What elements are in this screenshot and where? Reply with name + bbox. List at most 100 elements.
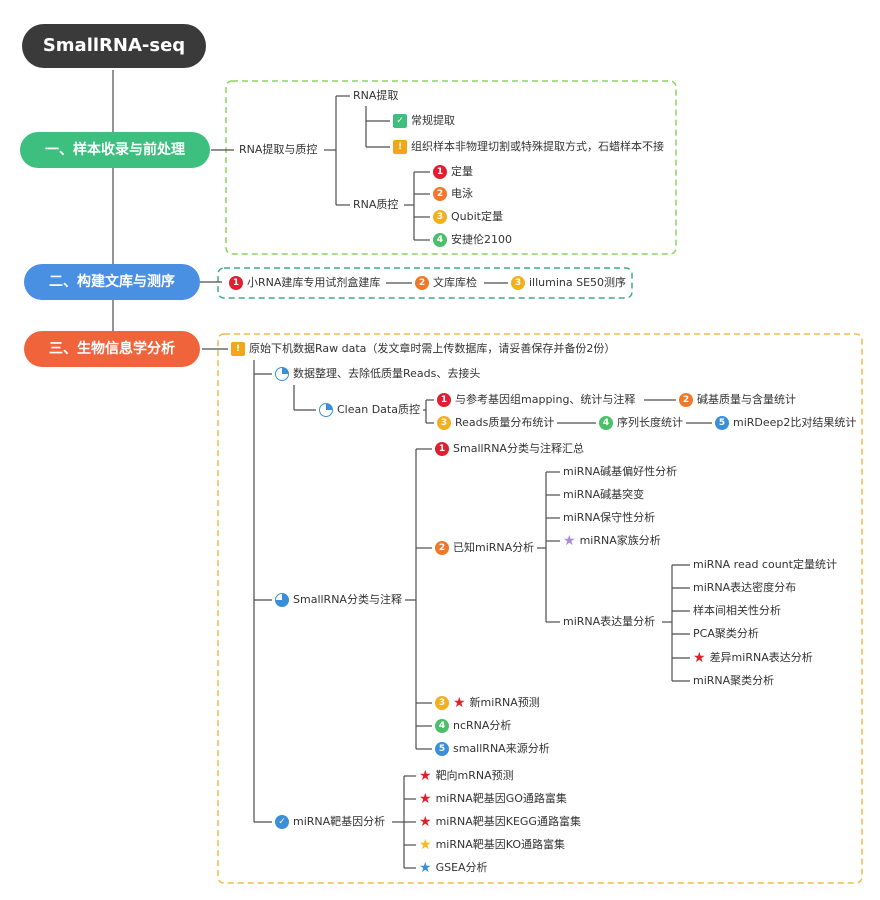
clean-data-qc-label: Clean Data质控 xyxy=(337,403,420,416)
lib-step-1: 1 小RNA建库专用试剂盒建库 xyxy=(226,273,384,293)
expr-item-6: miRNA聚类分析 xyxy=(690,671,778,691)
smallrna-classify: SmallRNA分类与注释 xyxy=(272,590,405,610)
qc-item-1: 1 定量 xyxy=(430,162,476,182)
lib-step-3-label: illumina SE50测序 xyxy=(529,276,627,289)
known-item-4-label: miRNA家族分析 xyxy=(579,534,661,547)
target-item-4: ★miRNA靶基因KO通路富集 xyxy=(416,835,568,855)
smallrna-source: 5 smallRNA来源分析 xyxy=(432,739,553,759)
known-mirna: 2 已知miRNA分析 xyxy=(432,538,538,558)
number-1-icon: 1 xyxy=(435,442,449,456)
qc-item-4-label: 安捷伦2100 xyxy=(451,233,512,246)
known-item-4: ★miRNA家族分析 xyxy=(560,531,664,551)
number-4-icon: 4 xyxy=(435,719,449,733)
expr-item-4: PCA聚类分析 xyxy=(690,624,762,644)
qc-item-3: 3 Qubit定量 xyxy=(430,207,506,227)
number-2-icon: 2 xyxy=(415,276,429,290)
known-item-3: miRNA保守性分析 xyxy=(560,508,659,528)
root-title: SmallRNA-seq xyxy=(22,24,206,68)
star-icon: ★ xyxy=(419,768,432,784)
extract-note: ! 组织样本非物理切割或特殊提取方式，石蜡样本不接 xyxy=(390,137,667,157)
number-5-icon: 5 xyxy=(435,742,449,756)
star-icon: ★ xyxy=(419,791,432,807)
lib-step-3: 3 illumina SE50测序 xyxy=(508,273,630,293)
cqc-item-1-label: 与参考基因组mapping、统计与注释 xyxy=(455,393,636,406)
data-cleanup: 数据整理、去除低质量Reads、去接头 xyxy=(272,364,484,384)
star-icon: ★ xyxy=(419,837,432,853)
section1-box xyxy=(225,80,677,255)
routine-extract: ✓ 常规提取 xyxy=(390,111,458,131)
ncrna-label: ncRNA分析 xyxy=(453,719,512,732)
expr-item-1: miRNA read count定量统计 xyxy=(690,555,840,575)
classify-summary: 1 SmallRNA分类与注释汇总 xyxy=(432,439,587,459)
section-1-label: 一、样本收录与前处理 xyxy=(20,132,210,168)
section-3-label: 三、生物信息学分析 xyxy=(24,331,200,367)
pie-quarter-icon xyxy=(275,367,289,381)
cqc-item-3-label: Reads质量分布统计 xyxy=(455,416,555,429)
smallrna-source-label: smallRNA来源分析 xyxy=(453,742,550,755)
expr-item-5: ★差异miRNA表达分析 xyxy=(690,648,816,668)
rna-qc: RNA质控 xyxy=(350,195,402,215)
data-cleanup-label: 数据整理、去除低质量Reads、去接头 xyxy=(293,367,481,380)
number-1-icon: 1 xyxy=(229,276,243,290)
rna-extract-qc: RNA提取与质控 xyxy=(236,140,321,160)
target-item-5: ★GSEA分析 xyxy=(416,858,491,878)
cqc-item-4-label: 序列长度统计 xyxy=(617,416,683,429)
section3-box xyxy=(217,333,863,884)
raw-data: !原始下机数据Raw data（发文章时需上传数据库，请妥善保存并备份2份） xyxy=(228,339,619,359)
lib-step-2: 2 文库库检 xyxy=(412,273,480,293)
warning-icon: ! xyxy=(393,140,407,154)
target-item-2-label: miRNA靶基因GO通路富集 xyxy=(435,792,567,805)
qc-item-2-label: 电泳 xyxy=(451,187,473,200)
routine-extract-label: 常规提取 xyxy=(411,114,455,127)
expr-item-2: miRNA表达密度分布 xyxy=(690,578,800,598)
ncrna: 4 ncRNA分析 xyxy=(432,716,515,736)
section-2-label: 二、构建文库与测序 xyxy=(24,264,200,300)
novel-mirna-label: 新miRNA预测 xyxy=(469,696,540,709)
target-item-3: ★miRNA靶基因KEGG通路富集 xyxy=(416,812,584,832)
number-4-icon: 4 xyxy=(599,416,613,430)
qc-item-1-label: 定量 xyxy=(451,165,473,178)
star-icon: ★ xyxy=(419,814,432,830)
target-item-3-label: miRNA靶基因KEGG通路富集 xyxy=(435,815,581,828)
target-item-4-label: miRNA靶基因KO通路富集 xyxy=(435,838,565,851)
qc-item-4: 4 安捷伦2100 xyxy=(430,230,515,250)
number-3-icon: 3 xyxy=(435,696,449,710)
known-item-1: miRNA碱基偏好性分析 xyxy=(560,462,681,482)
number-1-icon: 1 xyxy=(433,165,447,179)
star-icon: ★ xyxy=(693,650,706,666)
extract-note-label: 组织样本非物理切割或特殊提取方式，石蜡样本不接 xyxy=(411,140,664,153)
number-4-icon: 4 xyxy=(433,233,447,247)
target-item-5-label: GSEA分析 xyxy=(435,861,488,874)
number-3-icon: 3 xyxy=(437,416,451,430)
cqc-item-2-label: 碱基质量与含量统计 xyxy=(697,393,796,406)
check-icon: ✓ xyxy=(393,114,407,128)
novel-mirna: 3★新miRNA预测 xyxy=(432,693,543,713)
section2-box xyxy=(217,267,633,299)
target-item-1: ★靶向mRNA预测 xyxy=(416,766,517,786)
number-3-icon: 3 xyxy=(433,210,447,224)
smallrna-classify-label: SmallRNA分类与注释 xyxy=(293,593,402,606)
number-2-icon: 2 xyxy=(433,187,447,201)
check-circle-icon: ✓ xyxy=(275,815,289,829)
number-2-icon: 2 xyxy=(435,541,449,555)
pie-three-quarter-icon xyxy=(275,593,289,607)
lib-step-2-label: 文库库检 xyxy=(433,276,477,289)
known-mirna-label: 已知miRNA分析 xyxy=(453,541,535,554)
qc-item-3-label: Qubit定量 xyxy=(451,210,503,223)
classify-summary-label: SmallRNA分类与注释汇总 xyxy=(453,442,584,455)
lib-step-1-label: 小RNA建库专用试剂盒建库 xyxy=(247,276,381,289)
cqc-item-4: 4 序列长度统计 xyxy=(596,413,686,433)
number-3-icon: 3 xyxy=(511,276,525,290)
target-analysis: ✓miRNA靶基因分析 xyxy=(272,812,389,832)
number-5-icon: 5 xyxy=(715,416,729,430)
cqc-item-3: 3 Reads质量分布统计 xyxy=(434,413,558,433)
target-item-1-label: 靶向mRNA预测 xyxy=(435,769,514,782)
star-icon: ★ xyxy=(563,533,576,549)
pie-quarter-icon xyxy=(319,403,333,417)
raw-data-label: 原始下机数据Raw data（发文章时需上传数据库，请妥善保存并备份2份） xyxy=(249,342,616,355)
